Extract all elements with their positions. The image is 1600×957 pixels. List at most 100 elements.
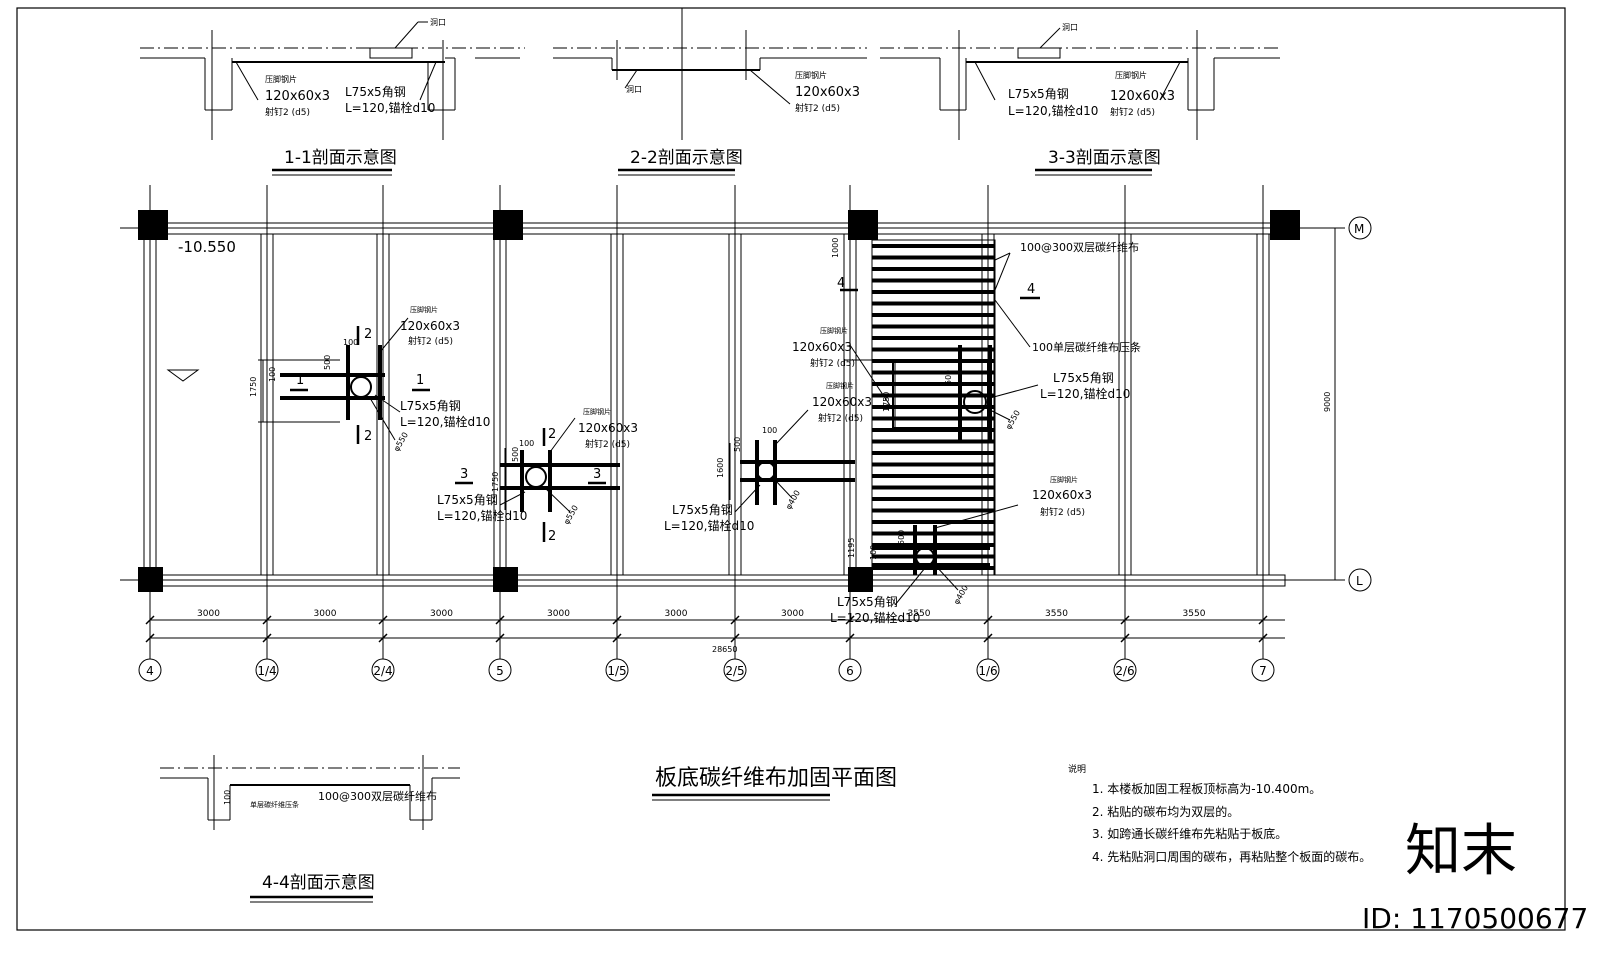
- beam: [1256, 233, 1270, 576]
- anchor-label: L=120,锚栓d10: [437, 508, 527, 523]
- plate-size-label: 120x60x3: [1032, 488, 1092, 502]
- watermark: 知末 ID: 1170500677: [1362, 819, 1588, 935]
- column: [848, 567, 873, 592]
- section-3-3: 洞口 压脚钢片 L75x5角钢 L=120,锚栓d10 120x60x3 射钉2…: [880, 22, 1282, 176]
- hole-label: 洞口: [1062, 22, 1078, 32]
- angle-label: L75x5角钢: [672, 503, 733, 517]
- plate-size-label: 120x60x3: [265, 89, 330, 104]
- dim-1600: 1600: [716, 458, 725, 478]
- plate-label: 压脚钢片: [795, 70, 827, 80]
- opening-2: 1750 500 100 2 2 3 3 压脚钢片 120x60x3 射钉2 (…: [437, 407, 638, 544]
- plate-label: 压脚钢片: [1115, 70, 1147, 80]
- cut-label: 2: [364, 429, 372, 444]
- double-cfrp-label: 100@300双层碳纤维布: [318, 789, 437, 803]
- axis-label: 5: [496, 664, 504, 678]
- axis-label-m: M: [1354, 222, 1364, 236]
- span-label: 3550: [1183, 609, 1206, 619]
- cut-label: 2: [548, 529, 556, 544]
- nail-label: 射钉2 (d5): [408, 335, 453, 347]
- nail-label: 射钉2 (d5): [265, 106, 310, 118]
- section-2-2: 洞口 压脚钢片 120x60x3 射钉2 (d5) 2-2剖面示意图: [553, 8, 867, 176]
- span-label: 3000: [197, 609, 220, 619]
- span-label: 3550: [908, 609, 931, 619]
- total-span-label: 28650: [712, 645, 737, 654]
- axis-label: 1/4: [257, 664, 276, 678]
- dim-500: 500: [944, 370, 953, 385]
- dim-100: 100: [343, 338, 358, 347]
- section-title: 4-4剖面示意图: [262, 873, 375, 893]
- angle-label: L75x5角钢: [1008, 87, 1069, 101]
- dim-500: 500: [323, 355, 332, 370]
- plate-size-label: 120x60x3: [792, 340, 852, 354]
- span-label: 3000: [665, 609, 688, 619]
- dim-100: 100: [762, 426, 777, 435]
- cut-label: 2: [548, 427, 556, 442]
- axis-bubble: [488, 658, 512, 682]
- anchor-label: L=120,锚栓d10: [1008, 103, 1098, 118]
- plate-label: 压脚钢片: [820, 326, 848, 335]
- dim-1000: 1000: [831, 238, 840, 258]
- axis-label: 2/5: [725, 664, 744, 678]
- cut-label: 3: [460, 467, 468, 482]
- beam: [610, 233, 624, 576]
- anchor-label: L=120,锚栓d10: [664, 518, 754, 533]
- note-item: 2. 粘贴的碳布均为双层的。: [1092, 804, 1239, 819]
- plate-size-label: 120x60x3: [812, 395, 872, 409]
- nail-label: 射钉2 (d5): [1110, 106, 1155, 118]
- drawing-title: 板底碳纤维布加固平面图: [655, 766, 897, 791]
- axis-label: 4: [146, 664, 154, 678]
- anchor-label: L=120,锚栓d10: [1040, 386, 1130, 401]
- axis-bubble: [138, 658, 162, 682]
- column: [493, 210, 523, 240]
- axis-bubble: [255, 658, 279, 682]
- notes-heading: 说明: [1068, 763, 1086, 775]
- dim-500: 500: [897, 530, 906, 545]
- anchor-label: L=120,锚栓d10: [830, 610, 920, 625]
- plate-size-label: 120x60x3: [400, 319, 460, 333]
- axis-label: 1/5: [607, 664, 626, 678]
- axis-label: 7: [1259, 664, 1267, 678]
- dim-100: 100: [869, 545, 878, 560]
- note-item: 1. 本楼板加固工程板顶标高为-10.400m。: [1092, 781, 1321, 796]
- nail-label: 射钉2 (d5): [810, 357, 855, 369]
- span-label: 3000: [547, 609, 570, 619]
- cut-label: 3: [593, 467, 601, 482]
- opening-1: 1750 500 100 100 1 1 2 2 压脚钢片 120x60x3 射…: [249, 305, 490, 453]
- dim-100: 100: [223, 790, 232, 805]
- section-title: 1-1剖面示意图: [284, 148, 397, 168]
- cut-label: 4: [837, 276, 845, 291]
- height-dim-label: 9000: [1323, 392, 1332, 412]
- dia-label: φ550: [1004, 409, 1022, 431]
- drawing-frame: [16, 7, 1566, 931]
- axis-label: 2/4: [373, 664, 392, 678]
- notes: 说明 1. 本楼板加固工程板顶标高为-10.400m。 2. 粘贴的碳布均为双层…: [1068, 763, 1371, 864]
- beam: [260, 233, 274, 576]
- cfrp-double-label: 100@300双层碳纤维布: [1020, 240, 1139, 254]
- plate-size-label: 120x60x3: [578, 421, 638, 435]
- elevation-label: -10.550: [178, 238, 236, 256]
- column: [138, 210, 168, 240]
- dim-1195: 1195: [847, 538, 856, 558]
- angle-label: L75x5角钢: [400, 399, 461, 413]
- span-label: 3000: [314, 609, 337, 619]
- main-plan: -10.550 1750 500 100 100 1 1 2 2: [120, 185, 1372, 682]
- angle-label: L75x5角钢: [437, 493, 498, 507]
- beam: [728, 233, 742, 576]
- cut-label: 2: [364, 327, 372, 342]
- angle-label: L75x5角钢: [837, 595, 898, 609]
- span-label: 3550: [1045, 609, 1068, 619]
- dim-1750: 1750: [882, 392, 891, 412]
- nail-label: 射钉2 (d5): [795, 102, 840, 114]
- angle-label: L75x5角钢: [1053, 371, 1114, 385]
- plate-label: 压脚钢片: [410, 305, 438, 314]
- dia-label: φ550: [392, 431, 410, 453]
- axis-bubble: [976, 658, 1000, 682]
- cut-label: 1: [416, 373, 424, 388]
- axis-bubble: [723, 658, 747, 682]
- dim-100: 100: [268, 367, 277, 382]
- dim-1750: 1750: [491, 472, 500, 492]
- span-label: 3000: [781, 609, 804, 619]
- axis-label-l: L: [1356, 574, 1363, 588]
- anchor-label: L=120,锚栓d10: [400, 414, 490, 429]
